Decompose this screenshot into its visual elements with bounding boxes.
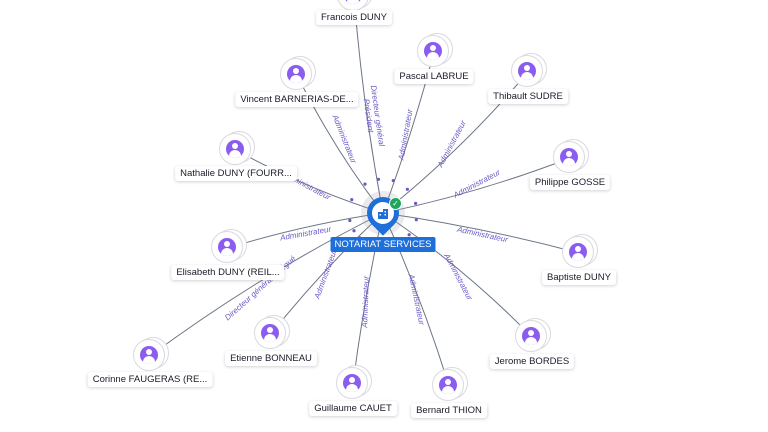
person-icon (280, 58, 312, 90)
edge-arrow-jerome (407, 233, 411, 237)
avatar[interactable] (336, 365, 372, 401)
edge-baptiste (382, 212, 580, 254)
avatar[interactable] (417, 33, 453, 69)
person-name-jerome[interactable]: Jerome BORDES (489, 354, 575, 369)
avatar[interactable] (280, 56, 316, 92)
avatar[interactable] (562, 234, 598, 270)
person-icon-glyph (522, 327, 540, 345)
person-icon (553, 141, 585, 173)
person-icon-glyph (439, 376, 457, 394)
person-icon (254, 317, 286, 349)
person-icon-glyph (560, 148, 578, 166)
avatar[interactable] (511, 53, 547, 89)
person-icon (417, 35, 449, 67)
edge-arrow-thibault (405, 187, 409, 191)
edge-arrow-philippe (414, 201, 418, 206)
edge-vincent (296, 74, 384, 214)
person-icon-glyph (261, 324, 279, 342)
person-icon-glyph (226, 140, 244, 158)
person-icon (219, 133, 251, 165)
edge-arrow-nathalie (350, 198, 354, 202)
person-name-guillaume[interactable]: Guillaume CAUET (309, 401, 397, 416)
person-icon (562, 236, 594, 268)
person-name-francois[interactable]: Francois DUNY (316, 10, 392, 25)
person-name-pascal[interactable]: Pascal LABRUE (394, 69, 474, 84)
person-icon-glyph (343, 374, 361, 392)
person-icon (336, 367, 368, 399)
person-icon-glyph (140, 346, 158, 364)
person-name-vincent[interactable]: Vincent BARNERIAS-DE... (235, 92, 359, 107)
person-icon (133, 339, 165, 371)
person-icon (432, 369, 464, 401)
person-name-etienne[interactable]: Etienne BONNEAU (225, 351, 317, 366)
edge-arrow-baptiste (414, 218, 418, 222)
person-icon-glyph (218, 238, 236, 256)
edge-arrow-corinne (352, 229, 356, 233)
avatar[interactable] (553, 139, 589, 175)
person-icon-glyph (344, 0, 362, 4)
check-icon: ✓ (389, 197, 402, 210)
edge-bernard (382, 212, 450, 387)
person-name-corinne[interactable]: Corinne FAUGERAS (RE... (87, 372, 213, 387)
avatar[interactable] (211, 229, 247, 265)
person-icon (515, 320, 547, 352)
person-name-thibault[interactable]: Thibault SUDRE (488, 89, 568, 104)
avatar[interactable] (432, 367, 468, 403)
person-name-baptiste[interactable]: Baptiste DUNY (542, 270, 616, 285)
person-name-bernard[interactable]: Bernard THION (411, 403, 487, 418)
edge-philippe (382, 157, 571, 214)
building-icon (372, 202, 394, 224)
edge-arrow-francois (376, 177, 381, 181)
avatar[interactable] (515, 318, 551, 354)
person-icon-glyph (424, 42, 442, 60)
edge-jerome (382, 212, 533, 338)
avatar[interactable] (219, 131, 255, 167)
edge-arrow-vincent (363, 182, 367, 186)
edge-label-guillaume: Administrateur (360, 276, 371, 329)
avatar[interactable] (254, 315, 290, 351)
person-name-elisabeth[interactable]: Elisabeth DUNY (REIL... (171, 265, 285, 280)
edge-guillaume (352, 212, 384, 385)
person-icon (211, 231, 243, 263)
edge-nathalie (235, 149, 384, 214)
edge-arrow-pascal (391, 178, 395, 183)
avatar[interactable] (133, 337, 169, 373)
person-icon (511, 55, 543, 87)
edge-arrow-elisabeth (348, 218, 352, 223)
person-icon-glyph (518, 62, 536, 80)
person-name-philippe[interactable]: Philippe GOSSE (529, 175, 611, 190)
person-name-nathalie[interactable]: Nathalie DUNY (FOURR... (175, 166, 297, 181)
person-icon-glyph (569, 243, 587, 261)
company-label[interactable]: NOTARIAT SERVICES (330, 237, 436, 252)
person-icon-glyph (287, 65, 305, 83)
